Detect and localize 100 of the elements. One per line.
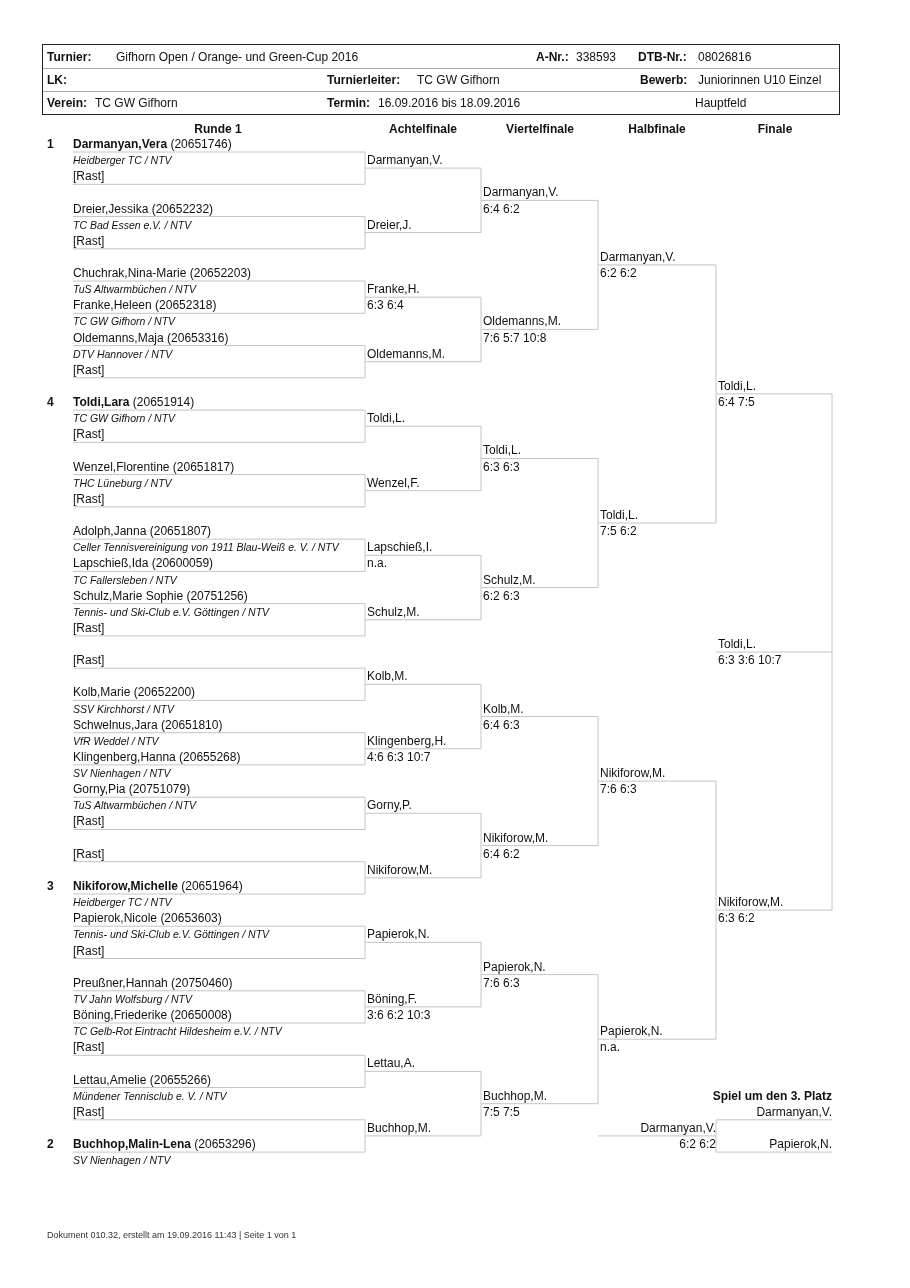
club-name: Heidberger TC / NTV: [73, 153, 172, 169]
column-header: Runde 1: [194, 121, 242, 137]
field-label: DTB-Nr.:: [638, 49, 687, 65]
club-name: TuS Altwarmbüchen / NTV: [73, 282, 197, 298]
column-header: Halbfinale: [628, 121, 686, 137]
column-header: Achtelfinale: [389, 121, 457, 137]
player-name: Toldi,Lara (20651914): [73, 394, 195, 411]
player-name: Nikiforow,M.: [483, 829, 549, 846]
club-name: SV Nienhagen / NTV: [73, 766, 171, 782]
seed-number: 3: [47, 877, 54, 894]
player-name: Nikiforow,M.: [600, 765, 666, 782]
player-name: Gorny,Pia (20751079): [73, 781, 191, 798]
match-score: 3:6 6:2 10:3: [367, 1007, 431, 1023]
player-name: Toldi,L.: [367, 410, 406, 427]
match-score: 7:5 7:5: [483, 1103, 520, 1120]
club-name: THC Lüneburg / NTV: [73, 475, 172, 491]
club-name: TV Jahn Wolfsburg / NTV: [73, 991, 193, 1007]
field-value: TC GW Gifhorn: [417, 72, 500, 88]
player-name: Oldemanns,M.: [367, 345, 446, 362]
match-score: 7:6 6:3: [600, 781, 637, 798]
club-name: SV Nienhagen / NTV: [73, 1153, 171, 1169]
bye-entry: [Rast]: [73, 426, 105, 443]
column-header: Finale: [757, 121, 793, 137]
player-name: Toldi,L.: [600, 507, 639, 523]
club-name: SSV Kirchhorst / NTV: [73, 701, 174, 717]
match-score: n.a.: [367, 555, 387, 572]
match-score: 6:4 6:2: [483, 200, 520, 217]
club-name: VfR Weddel / NTV: [73, 733, 159, 749]
club-name: TC GW Gifhorn / NTV: [73, 411, 176, 427]
player-name: Lettau,Amelie (20655266): [73, 1071, 212, 1088]
bye-entry: [Rast]: [73, 845, 105, 862]
player-name: Nikiforow,M.: [718, 894, 784, 911]
field-label: Termin:: [327, 95, 371, 111]
seed-number: 1: [47, 136, 54, 152]
field-value: 16.09.2016 bis 18.09.2016: [378, 95, 521, 111]
field-label: Turnierleiter:: [327, 72, 401, 88]
player-name: Nikiforow,M.: [367, 861, 433, 878]
player-name: Lettau,A.: [367, 1055, 416, 1072]
section-title: Spiel um den 3. Platz: [712, 1087, 832, 1104]
player-name: Buchhop,M.: [367, 1119, 432, 1136]
match-score: 6:3 6:2: [718, 910, 755, 927]
player-name: Papierok,N.: [769, 1136, 832, 1153]
field-value: Juniorinnen U10 Einzel: [698, 72, 822, 88]
player-name: Wenzel,F.: [367, 474, 420, 491]
field-value: 338593: [576, 49, 617, 65]
player-name: Böning,F.: [367, 990, 418, 1007]
field-value: Hauptfeld: [695, 95, 747, 111]
club-name: Tennis- und Ski-Club e.V. Göttingen / NTV: [73, 927, 270, 943]
player-name: Schwelnus,Jara (20651810): [73, 716, 223, 733]
club-name: Tennis- und Ski-Club e.V. Göttingen / NTV: [73, 604, 270, 620]
player-name: Toldi,L.: [483, 442, 522, 459]
match-score: 7:6 6:3: [483, 974, 520, 991]
field-label: A-Nr.:: [536, 49, 569, 65]
player-name: Gorny,P.: [367, 797, 412, 814]
match-score: 6:4 6:2: [483, 845, 520, 862]
player-name: Buchhop,Malin-Lena (20653296): [73, 1136, 256, 1153]
bye-entry: [Rast]: [73, 490, 105, 507]
club-name: DTV Hannover / NTV: [73, 346, 173, 362]
field-value: Gifhorn Open / Orange- und Green-Cup 2016: [116, 49, 359, 65]
player-name: Oldemanns,Maja (20653316): [73, 329, 229, 346]
player-name: Schulz,Marie Sophie (20751256): [73, 587, 248, 604]
player-name: Kolb,Marie (20652200): [73, 684, 196, 701]
match-score: 7:6 5:7 10:8: [483, 329, 547, 346]
club-name: TC GW Gifhorn / NTV: [73, 314, 176, 330]
player-name: Darmanyan,V.: [367, 152, 443, 169]
bye-entry: [Rast]: [73, 1103, 105, 1120]
seed-number: 4: [47, 394, 54, 411]
match-score: 4:6 6:3 10:7: [367, 748, 431, 765]
player-name: Papierok,N.: [483, 958, 546, 975]
player-name: Papierok,Nicole (20653603): [73, 910, 222, 927]
match-score: 6:4 7:5: [718, 394, 755, 411]
field-label: LK:: [47, 72, 67, 88]
player-name: Nikiforow,Michelle (20651964): [73, 877, 243, 894]
player-name: Schulz,M.: [367, 603, 420, 620]
player-name: Toldi,L.: [718, 377, 757, 394]
player-name: Klingenberg,H.: [367, 732, 447, 749]
player-name: Papierok,N.: [367, 926, 430, 943]
field-value: 08026816: [698, 49, 752, 65]
bye-entry: [Rast]: [73, 652, 105, 669]
player-name: Lapschieß,Ida (20600059): [73, 555, 214, 572]
player-name: Dreier,J.: [367, 216, 412, 233]
player-name: Dreier,Jessika (20652232): [73, 200, 214, 217]
field-value: TC GW Gifhorn: [95, 95, 178, 111]
player-name: Wenzel,Florentine (20651817): [73, 458, 235, 475]
column-header: Viertelfinale: [506, 121, 574, 137]
match-score: n.a.: [600, 1039, 620, 1056]
player-name: Darmanyan,V.: [640, 1119, 716, 1136]
player-name: Klingenberg,Hanna (20655268): [73, 748, 241, 765]
club-name: Mündener Tennisclub e. V. / NTV: [73, 1088, 227, 1104]
match-score: 6:3 6:4: [367, 297, 404, 314]
match-score: 6:3 3:6 10:7: [718, 652, 782, 669]
player-name: Darmanyan,V.: [600, 248, 676, 265]
field-label: Turnier:: [47, 49, 92, 65]
player-name: Darmanyan,Vera (20651746): [73, 136, 232, 152]
player-name: Franke,H.: [367, 281, 420, 298]
player-name: Schulz,M.: [483, 571, 536, 588]
player-name: Darmanyan,V.: [756, 1103, 832, 1120]
player-name: Franke,Heleen (20652318): [73, 297, 217, 314]
player-name: Böning,Friederike (20650008): [73, 1007, 232, 1023]
bye-entry: [Rast]: [73, 232, 105, 249]
